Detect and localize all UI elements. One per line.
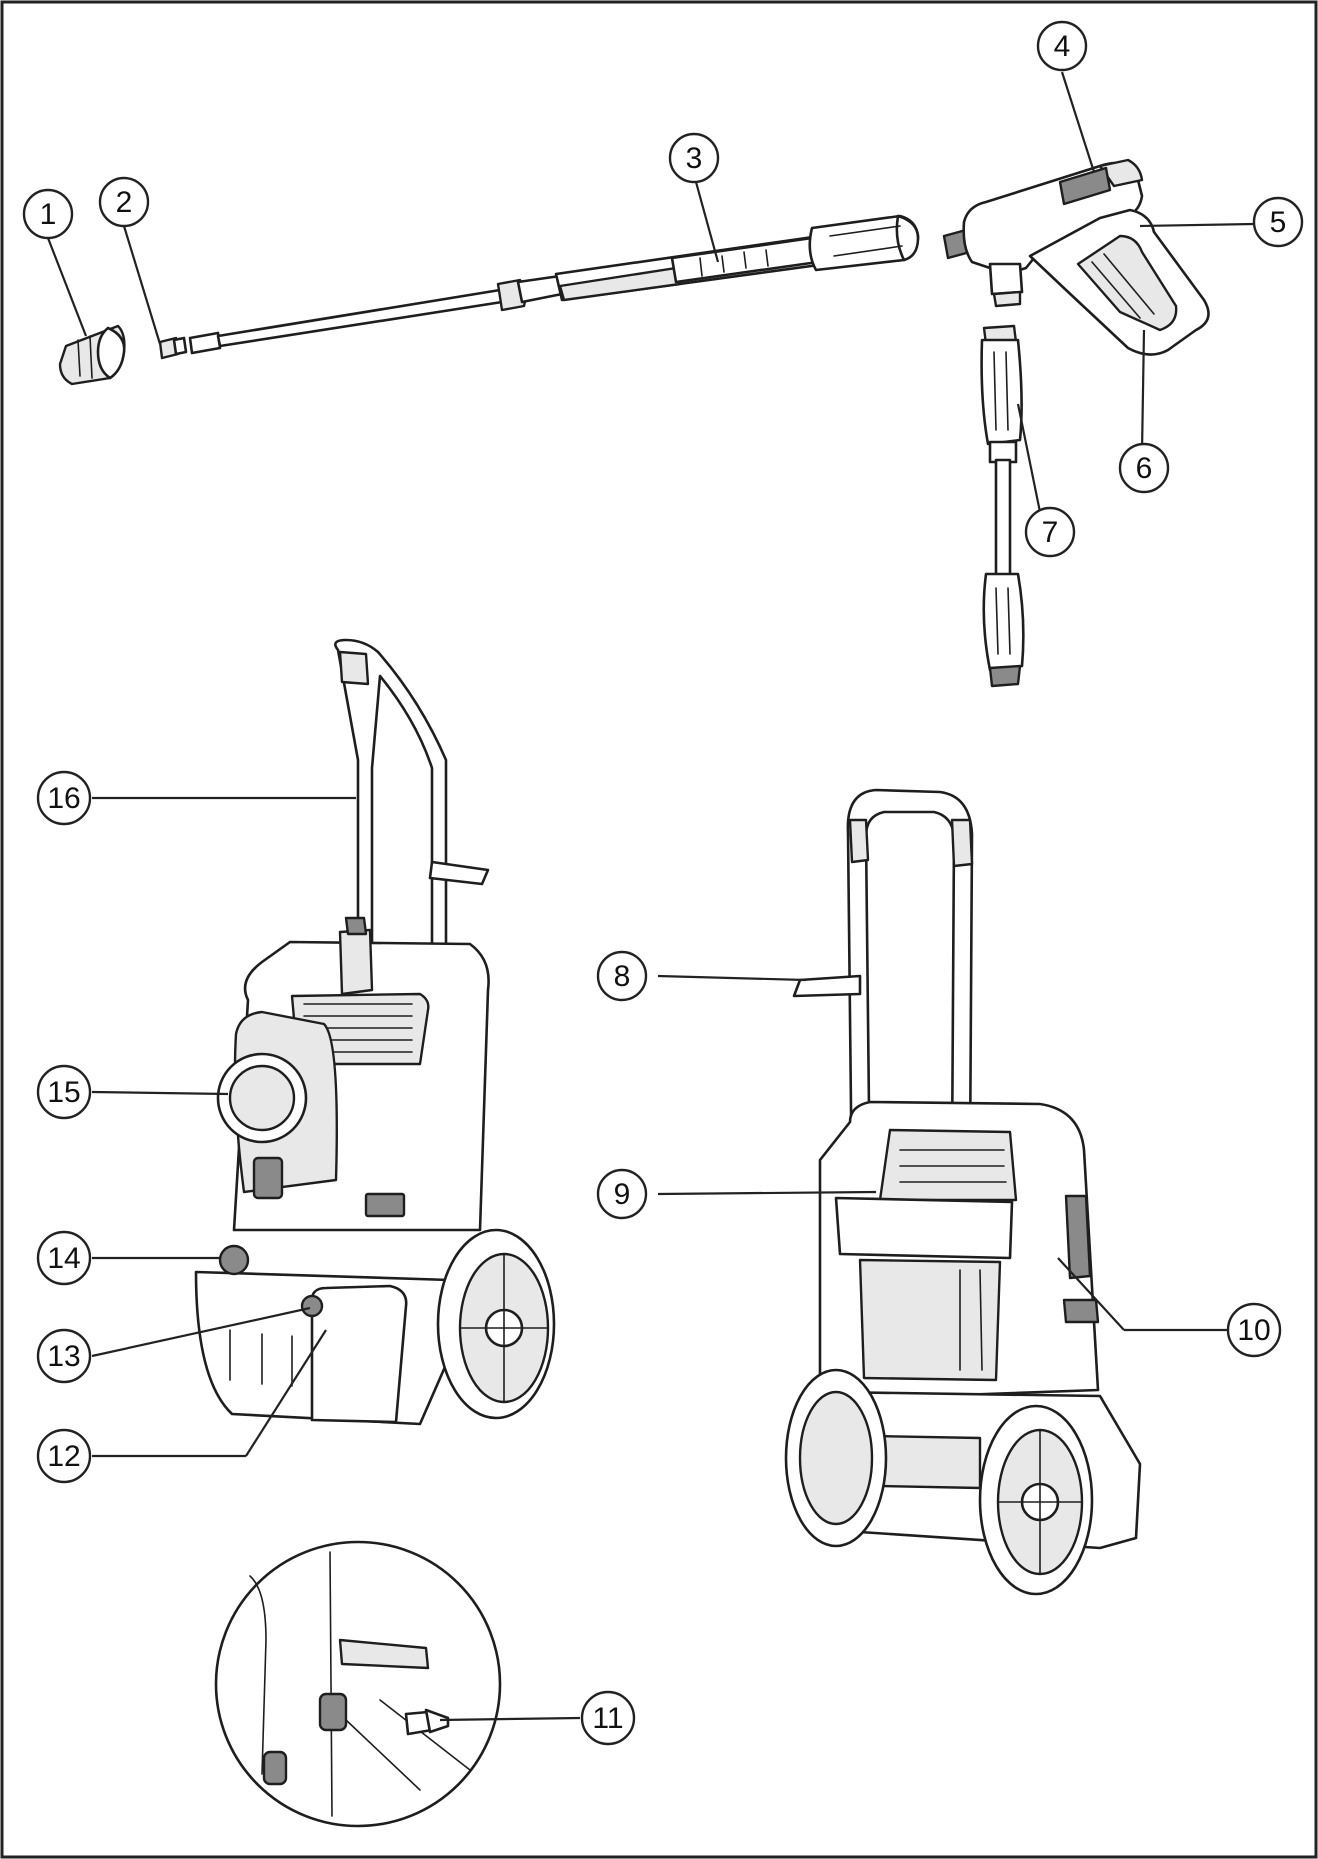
svg-text:11: 11 xyxy=(592,1702,623,1735)
svg-text:15: 15 xyxy=(47,1076,80,1109)
callout-1: 1 xyxy=(22,188,74,240)
svg-text:12: 12 xyxy=(47,1440,80,1473)
pressure-washer-rear-drawing xyxy=(784,788,1142,1596)
svg-text:16: 16 xyxy=(47,782,80,815)
callout-16: 16 xyxy=(36,770,92,826)
callout-3: 3 xyxy=(668,132,720,184)
callout-4: 4 xyxy=(1036,20,1088,72)
callout-8: 8 xyxy=(596,950,648,1002)
leader-lines xyxy=(46,71,1255,1722)
svg-text:13: 13 xyxy=(47,1340,80,1373)
hose-connector-detail-drawing xyxy=(214,1540,502,1828)
lance-extension-drawing xyxy=(980,324,1025,688)
svg-text:5: 5 xyxy=(1270,206,1287,239)
nozzle-drawing xyxy=(158,336,188,360)
callout-13: 13 xyxy=(36,1328,92,1384)
pressure-washer-front-drawing xyxy=(194,638,556,1426)
callout-12: 12 xyxy=(36,1428,92,1484)
callout-5: 5 xyxy=(1252,196,1304,248)
callout-7: 7 xyxy=(1024,506,1076,558)
spray-lance-drawing xyxy=(188,214,920,355)
callout-2: 2 xyxy=(98,176,150,228)
svg-text:6: 6 xyxy=(1136,452,1153,485)
svg-text:2: 2 xyxy=(116,186,133,219)
svg-text:9: 9 xyxy=(614,1178,631,1211)
svg-text:3: 3 xyxy=(686,142,703,175)
svg-text:8: 8 xyxy=(614,960,631,993)
callout-11: 11 xyxy=(580,1690,636,1746)
callout-10: 10 xyxy=(1226,1302,1282,1358)
callout-labels: 1 2 3 4 5 6 7 8 xyxy=(22,20,1304,1746)
callout-9: 9 xyxy=(596,1168,648,1220)
nozzle-cap-drawing xyxy=(58,324,126,386)
svg-text:10: 10 xyxy=(1237,1314,1270,1347)
svg-text:14: 14 xyxy=(47,1242,80,1275)
callout-14: 14 xyxy=(36,1230,92,1286)
svg-text:1: 1 xyxy=(40,198,57,231)
trigger-gun-drawing xyxy=(942,158,1210,356)
svg-text:7: 7 xyxy=(1042,516,1059,549)
svg-text:4: 4 xyxy=(1054,30,1071,63)
callout-6: 6 xyxy=(1118,442,1170,494)
callout-15: 15 xyxy=(36,1064,92,1120)
